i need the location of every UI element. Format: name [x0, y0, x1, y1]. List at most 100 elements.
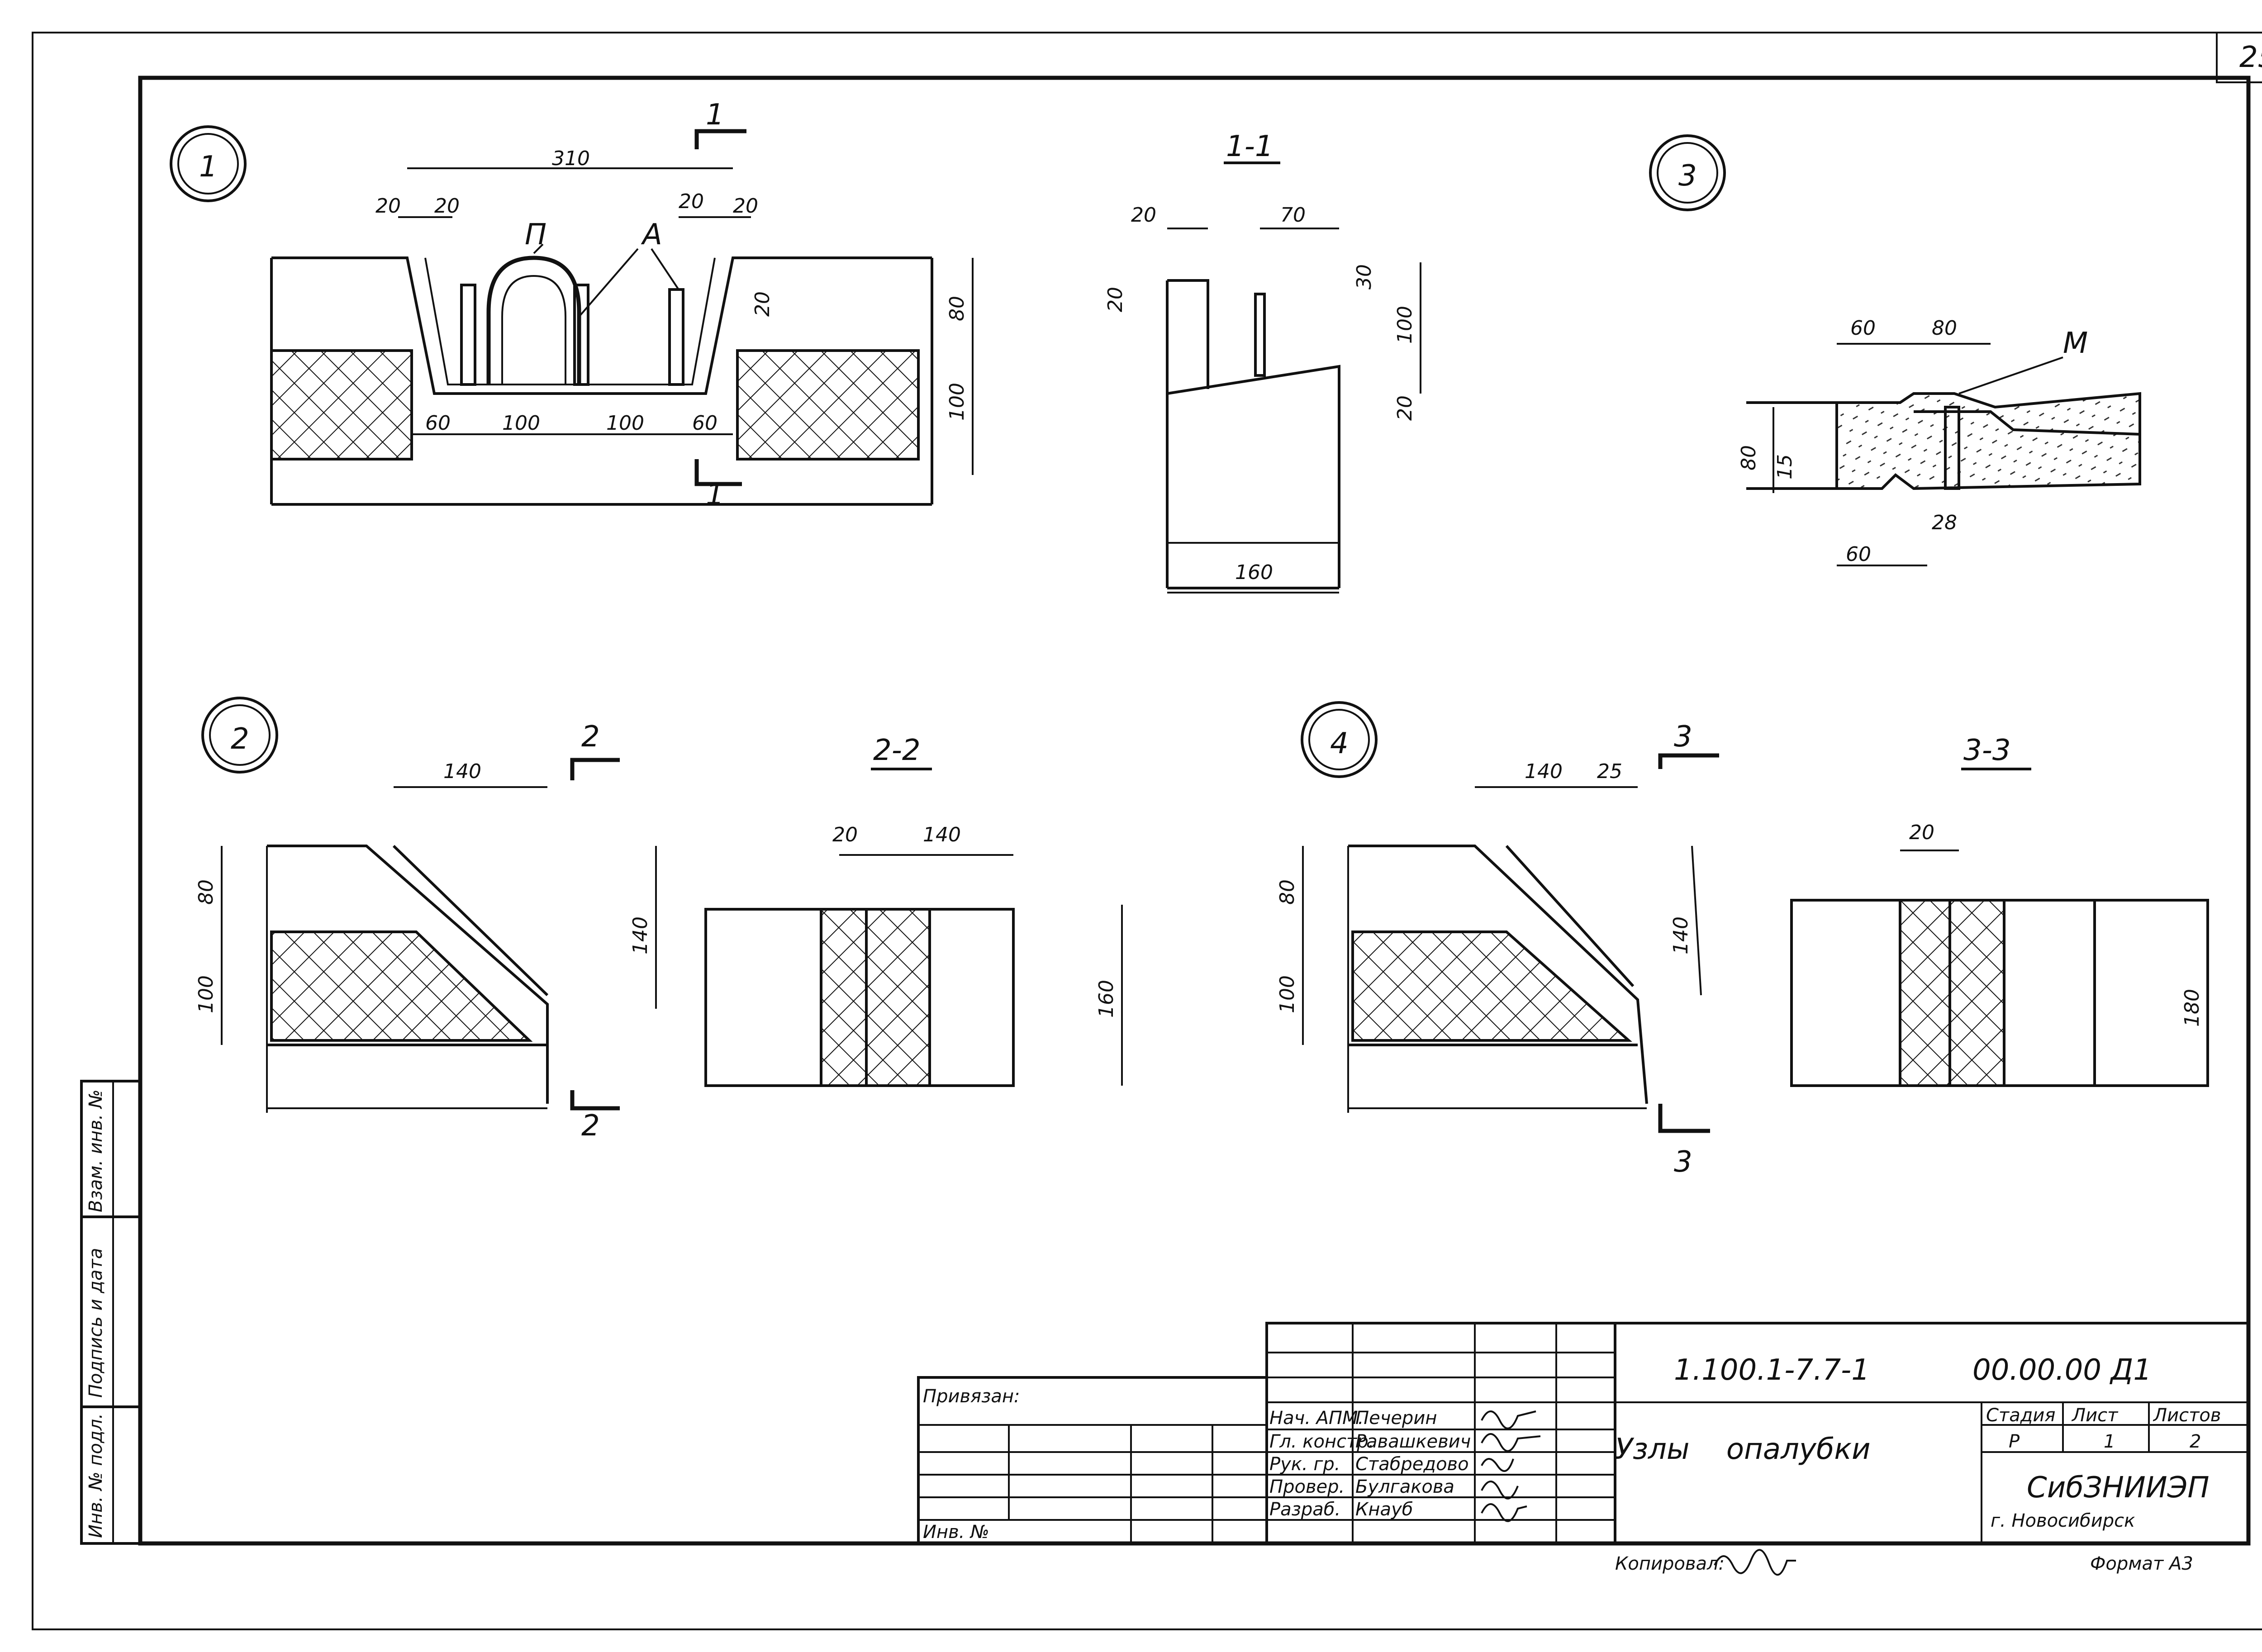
svg-text:80: 80 [1932, 317, 1957, 340]
signature-1 [1481, 1410, 1536, 1429]
svg-text:1: 1 [706, 478, 724, 512]
svg-text:Листов: Листов [2153, 1405, 2221, 1426]
svg-text:Инв. № подл.: Инв. № подл. [86, 1413, 106, 1538]
svg-text:Кнауб: Кнауб [1355, 1499, 1413, 1520]
svg-text:Нач. АПМ.: Нач. АПМ. [1269, 1408, 1364, 1429]
svg-text:160: 160 [1235, 561, 1273, 584]
svg-text:100: 100 [1276, 975, 1299, 1013]
svg-text:140: 140 [629, 916, 652, 954]
svg-text:2: 2 [581, 1109, 600, 1143]
svg-text:Подпись и дата: Подпись и дата [86, 1248, 106, 1398]
svg-text:1: 1 [706, 98, 724, 132]
node-2-insulation [270, 930, 533, 1042]
side-stamp: Взам. инв. № Подпись и дата Инв. № подл. [80, 1080, 142, 1545]
node-1-number: 1 [199, 150, 218, 184]
svg-text:20: 20 [1909, 821, 1934, 844]
svg-text:П: П [525, 218, 546, 252]
drawing-title: Узлы опалубки [1615, 1433, 1871, 1466]
node-2: 2 140 80 100 140 2 2 [195, 697, 657, 1143]
doc-number: 00.00.00 Д1 [1972, 1353, 2152, 1387]
svg-text:20: 20 [1104, 287, 1127, 312]
svg-text:140: 140 [1669, 916, 1692, 954]
page-number: 25 [2239, 41, 2262, 74]
svg-text:25: 25 [1597, 760, 1622, 783]
svg-text:60: 60 [425, 412, 451, 435]
section-1-1-title: 1-1 [1226, 130, 1274, 163]
svg-text:Копировал:: Копировал: [1615, 1553, 1725, 1574]
svg-text:Провер.: Провер. [1269, 1476, 1345, 1497]
node-3-marker [1649, 134, 1726, 211]
svg-text:Взам. инв. №: Взам. инв. № [86, 1089, 106, 1212]
svg-text:30: 30 [1353, 264, 1376, 290]
node-2-number: 2 [231, 722, 249, 756]
svg-text:140: 140 [443, 760, 481, 783]
svg-text:20: 20 [679, 190, 704, 213]
section-3-3-insulation [1899, 899, 2005, 1087]
svg-text:20: 20 [832, 823, 858, 846]
svg-text:Рук. гр.: Рук. гр. [1269, 1454, 1340, 1475]
svg-text:100: 100 [502, 412, 540, 435]
node-3-concrete [1835, 392, 2141, 490]
svg-text:60: 60 [692, 412, 718, 435]
svg-text:15: 15 [1773, 454, 1796, 479]
copier-signature [1714, 1549, 1796, 1576]
organization: СибЗНИИЭП [2027, 1471, 2209, 1505]
svg-text:Булгакова: Булгакова [1355, 1476, 1454, 1497]
organization-city: г. Новосибирск [1991, 1510, 2135, 1531]
svg-text:100: 100 [1393, 306, 1416, 344]
svg-text:100: 100 [946, 383, 969, 421]
node-2-marker [201, 697, 278, 774]
svg-text:Печерин: Печерин [1355, 1408, 1437, 1429]
svg-text:Инв. №: Инв. № [923, 1522, 989, 1543]
svg-text:Привязан:: Привязан: [923, 1386, 1020, 1407]
page-number-box [2216, 32, 2262, 83]
signature-3 [1481, 1458, 1514, 1472]
insulation-right [736, 349, 920, 460]
svg-text:А: А [641, 218, 662, 252]
section-1-1: 1-1 20 70 20 30 100 20 160 [1104, 130, 1421, 593]
svg-text:Р: Р [2009, 1431, 2020, 1452]
svg-text:Стабредово: Стабредово [1355, 1454, 1469, 1475]
node-1-marker [170, 125, 247, 202]
svg-text:Равашкевич: Равашкевич [1355, 1431, 1471, 1452]
svg-text:60: 60 [1846, 543, 1871, 566]
svg-text:2: 2 [2190, 1431, 2201, 1452]
section-2-2-insulation [820, 908, 931, 1087]
signature-5 [1481, 1503, 1527, 1522]
svg-text:3: 3 [1674, 720, 1692, 754]
svg-text:100: 100 [606, 412, 644, 435]
node-4-marker [1301, 701, 1378, 778]
node-3-number: 3 [1678, 159, 1697, 193]
outer-border [32, 32, 2262, 1630]
svg-text:70: 70 [1280, 204, 1306, 227]
svg-text:1: 1 [2104, 1431, 2115, 1452]
svg-text:140: 140 [923, 823, 961, 846]
section-2-2-title: 2-2 [873, 734, 921, 767]
svg-text:140: 140 [1525, 760, 1563, 783]
svg-text:160: 160 [1095, 980, 1118, 1018]
svg-text:20: 20 [375, 195, 401, 218]
node-4-insulation [1351, 930, 1632, 1042]
svg-text:2: 2 [581, 720, 600, 754]
svg-text:80: 80 [946, 296, 969, 321]
svg-text:М: М [2063, 327, 2088, 360]
section-2-2: 2-2 20 140 160 [704, 734, 1123, 1087]
svg-text:60: 60 [1850, 317, 1876, 340]
doc-code: 1.100.1-7.7-1 [1674, 1353, 1870, 1387]
svg-text:100: 100 [195, 975, 218, 1013]
svg-text:20: 20 [1131, 204, 1156, 227]
svg-text:20: 20 [733, 195, 758, 218]
svg-text:Лист: Лист [2071, 1405, 2119, 1426]
signature-2 [1481, 1433, 1541, 1452]
node-4: 4 140 25 80 100 140 3 3 [1276, 701, 1719, 1179]
node-1: 1 310 20 20 20 20 20 80 100 60 100 100 6… [170, 98, 974, 512]
node-4-number: 4 [1330, 727, 1349, 760]
node-3: 3 60 80 М 80 15 28 60 [1649, 134, 2141, 566]
title-block: Привязан: Инв. № Нач. АПМ. Гл. констр. Р… [917, 1322, 2250, 1576]
svg-text:Разраб.: Разраб. [1269, 1499, 1340, 1520]
svg-text:80: 80 [195, 879, 218, 905]
insulation-left [270, 349, 413, 460]
signature-4 [1481, 1481, 1519, 1500]
svg-text:310: 310 [552, 147, 590, 170]
